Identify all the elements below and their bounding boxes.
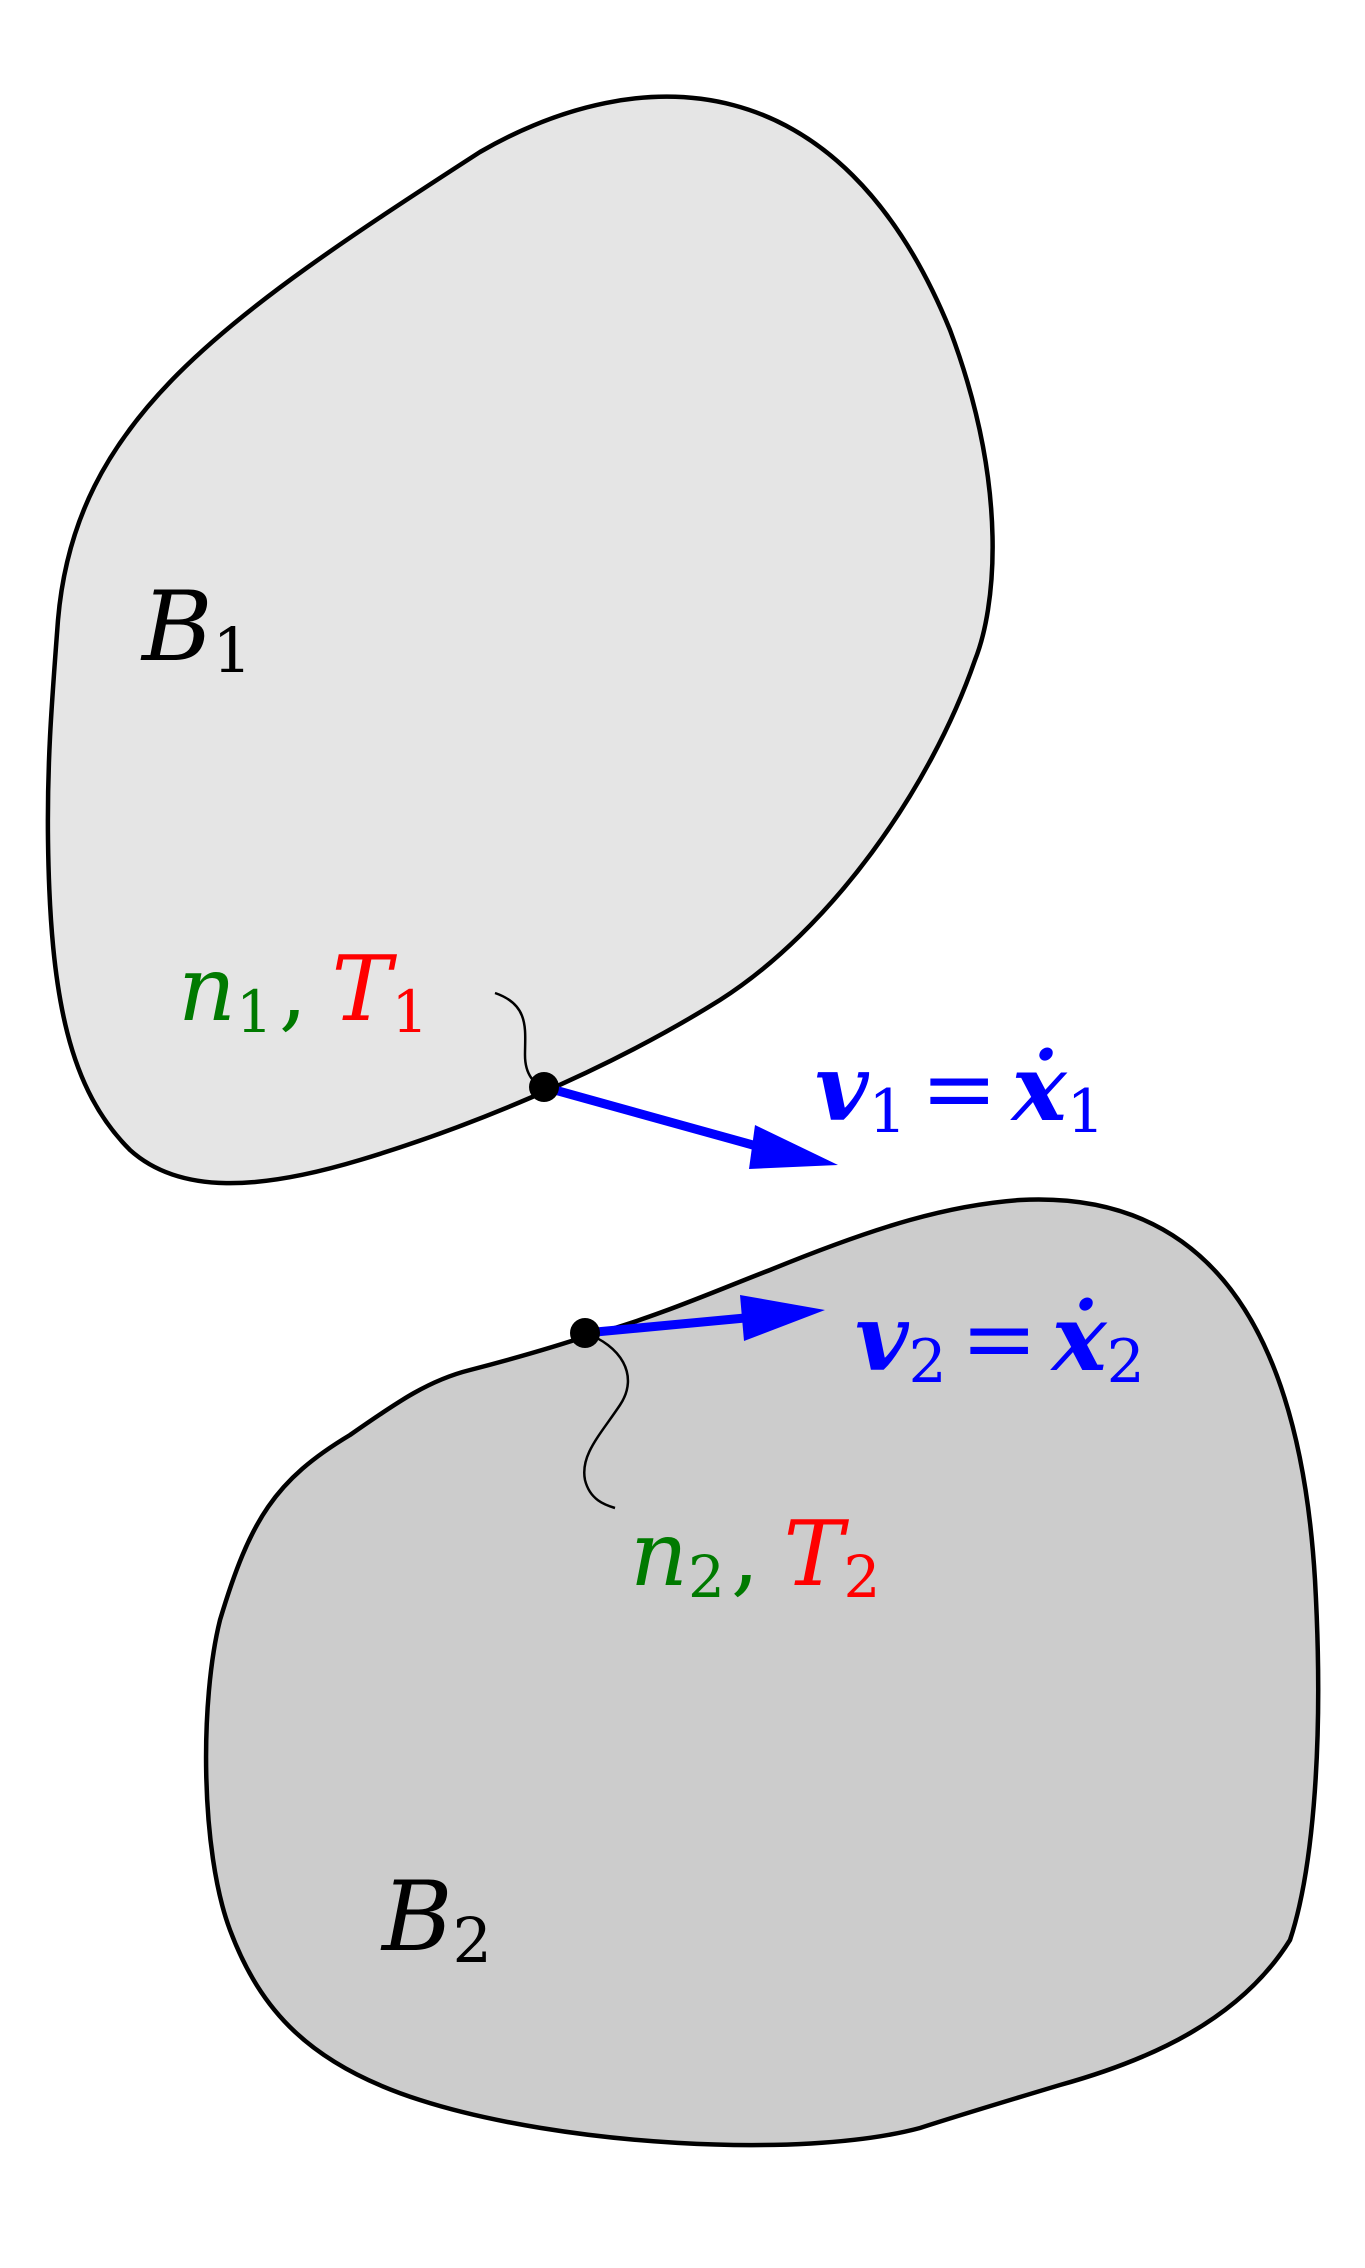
normal-traction-label-2: n2,T2 <box>630 1502 880 1611</box>
body-1-label: B1 <box>140 571 252 687</box>
contact-point-1 <box>529 1072 559 1102</box>
leader-line-2 <box>582 1331 630 1510</box>
velocity-label-2: v2=ẋ2 <box>855 1284 1145 1397</box>
body-1-shape <box>45 94 995 1186</box>
body-2-shape <box>203 1197 1321 2148</box>
velocity-arrow-2-head <box>740 1295 825 1341</box>
velocity-arrow-2 <box>584 1313 746 1338</box>
contact-point-2 <box>570 1318 600 1348</box>
normal-traction-label-1: n1,T1 <box>178 937 428 1046</box>
body-2-label: B2 <box>380 1861 492 1977</box>
velocity-label-1: v1=ẋ1 <box>815 1034 1105 1147</box>
velocity-arrow-1 <box>542 1082 762 1152</box>
velocity-arrow-1-head <box>749 1125 838 1169</box>
